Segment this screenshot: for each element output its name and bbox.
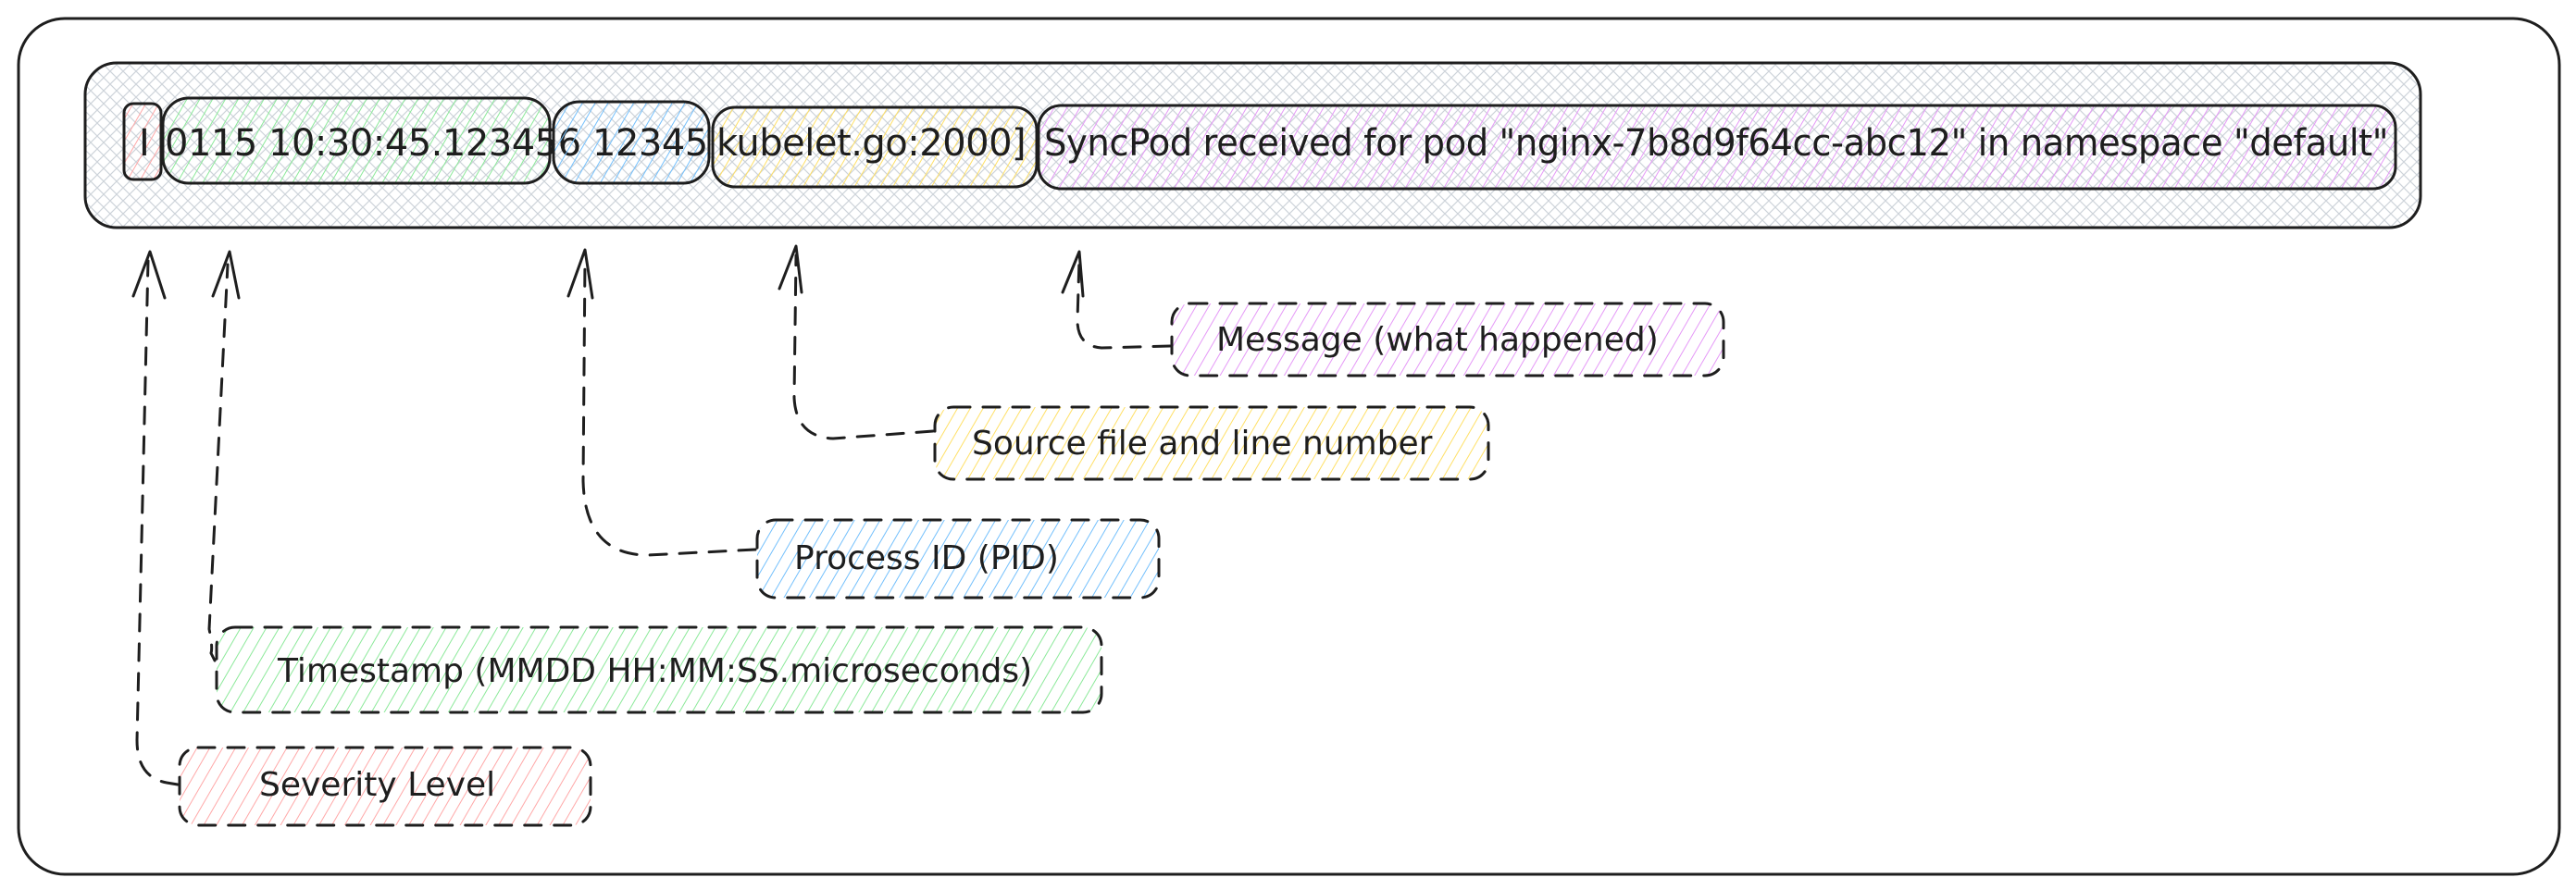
segment-message-text: SyncPod received for pod "nginx-7b8d9f64… — [1044, 122, 2388, 165]
arrow-timestamp — [207, 250, 241, 662]
segment-message[interactable]: SyncPod received for pod "nginx-7b8d9f64… — [1037, 104, 2397, 191]
segment-severity-text: I — [139, 122, 149, 165]
label-timestamp: Timestamp (MMDD HH:MM:SS.microseconds) — [215, 625, 1103, 714]
arrow-source — [778, 244, 935, 440]
segment-source-text: kubelet.go:2000] — [716, 122, 1026, 165]
label-source: Source file and line number — [933, 405, 1490, 481]
label-pid-text: Process ID (PID) — [794, 539, 1059, 577]
label-message-text: Message (what happened) — [1216, 321, 1659, 359]
segment-timestamp-text: 0115 10:30:45.123456 — [165, 122, 581, 165]
label-message: Message (what happened) — [1170, 302, 1725, 377]
segment-timestamp[interactable]: 0115 10:30:45.123456 — [161, 96, 581, 185]
segment-pid[interactable]: 12345 — [552, 100, 711, 185]
arrow-severity — [131, 250, 180, 786]
arrow-pid — [566, 248, 757, 557]
label-severity: Severity Level — [178, 746, 592, 827]
label-pid: Process ID (PID) — [755, 518, 1161, 600]
label-source-text: Source file and line number — [972, 425, 1433, 463]
label-severity-text: Severity Level — [259, 766, 495, 804]
outer-frame — [17, 17, 2561, 876]
segment-source[interactable]: kubelet.go:2000] — [711, 105, 1039, 189]
segment-pid-text: 12345 — [592, 122, 708, 165]
arrow-message — [1061, 250, 1172, 350]
segment-severity[interactable]: I — [122, 102, 163, 181]
label-timestamp-text: Timestamp (MMDD HH:MM:SS.microseconds) — [277, 652, 1032, 690]
